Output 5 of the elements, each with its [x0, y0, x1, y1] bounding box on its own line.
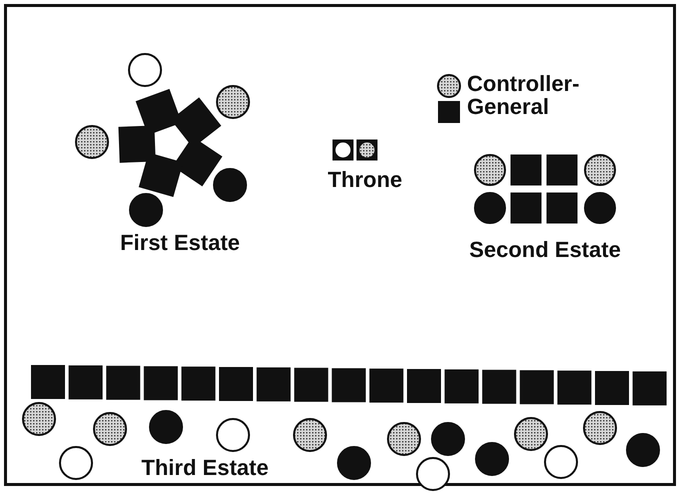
seat-group-label: Second Estate	[469, 238, 621, 262]
seat-group-label: First Estate	[120, 231, 240, 254]
seat-group-label: Throne	[328, 168, 402, 192]
legend-text: Controller-General	[467, 72, 580, 118]
seat-group-label: Third Estate	[141, 456, 269, 480]
